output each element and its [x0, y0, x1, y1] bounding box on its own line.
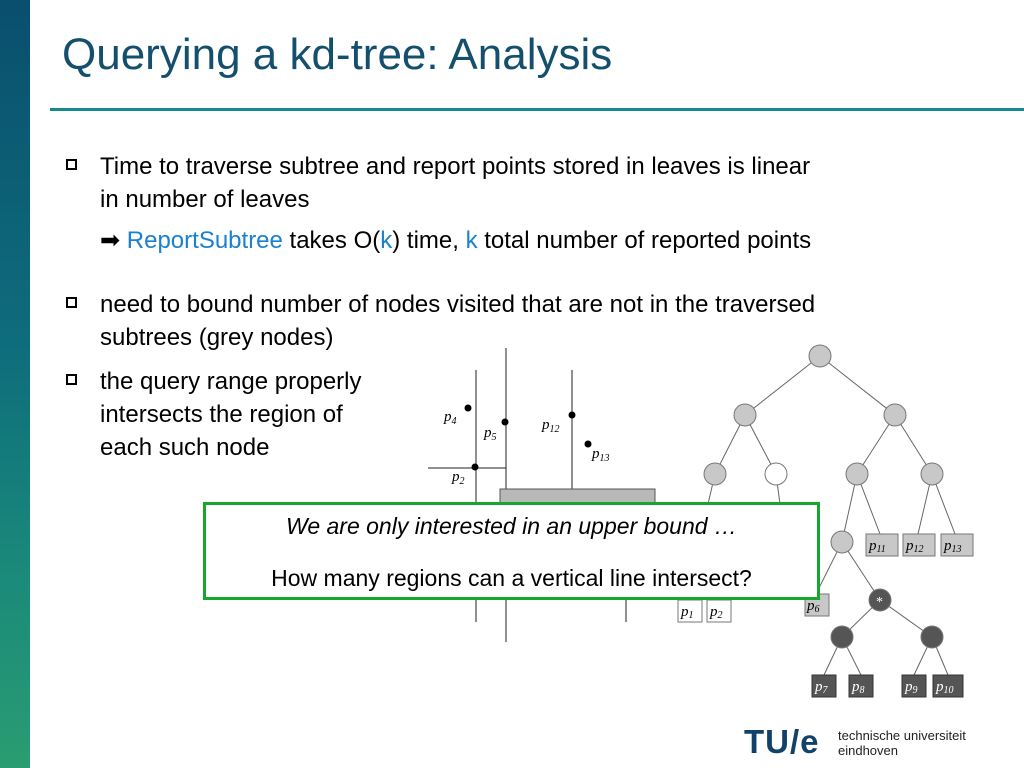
- tree-nodes: [703, 344, 944, 649]
- tree-leaves: p11 p12 p13 p6 p1 p2 p7 p8: [677, 533, 974, 698]
- svg-text:p9: p9: [904, 679, 918, 696]
- grey-node: [845, 462, 869, 486]
- bullet-text: the query range properly intersects the …: [100, 365, 362, 464]
- point-label: p4: [443, 409, 457, 427]
- reportsubtree-term: ReportSubtree: [126, 227, 283, 254]
- tue-logo: TU/e: [744, 723, 820, 760]
- title-divider: [50, 108, 1024, 111]
- grey-node: [883, 403, 907, 427]
- callout-line-upper-bound: We are only interested in an upper bound…: [286, 513, 737, 539]
- bullet-line: each such node: [100, 434, 270, 461]
- white-node: [764, 462, 788, 486]
- callout-line-question: How many regions can a vertical line int…: [271, 565, 752, 591]
- dark-node: [920, 625, 944, 649]
- point-labels: p4 p5 p12 p13 p2: [443, 409, 610, 487]
- dark-node: [830, 625, 854, 649]
- leaf-p2: p2: [706, 599, 732, 623]
- grey-node: [808, 344, 832, 368]
- square-bullet-icon: [66, 297, 77, 308]
- sidebar-band: [0, 0, 30, 768]
- svg-text:p13: p13: [943, 538, 962, 555]
- bullet-line: intersects the region of: [100, 401, 343, 428]
- leaf-p13: p13: [940, 533, 974, 557]
- bullet-line: subtrees (grey nodes): [100, 324, 334, 351]
- leaf-p11: p11: [865, 533, 899, 557]
- leaf-p10: p10: [932, 674, 964, 698]
- callout-box: We are only interested in an upper bound…: [203, 502, 820, 600]
- svg-text:p7: p7: [814, 679, 829, 696]
- bullet-line: the query range properly: [100, 368, 362, 395]
- leaf-p8: p8: [848, 674, 874, 698]
- sub-text: ) time,: [392, 227, 466, 254]
- point-label: p2: [451, 469, 465, 487]
- leaf-p1: p1: [677, 599, 703, 623]
- grey-node: [830, 530, 854, 554]
- leaf-p9: p9: [901, 674, 927, 698]
- slide-title: Querying a kd-tree: Analysis: [62, 30, 613, 79]
- leaf-p7: p7: [811, 674, 837, 698]
- university-name: technische universiteit eindhoven: [838, 728, 966, 758]
- query-range: [499, 488, 656, 504]
- dark-node: [868, 588, 892, 612]
- svg-text:p2: p2: [709, 604, 723, 621]
- sub-text: takes O(: [282, 227, 381, 254]
- grey-node: [703, 462, 727, 486]
- point-marker: [568, 411, 576, 419]
- point-marker: [584, 440, 592, 448]
- k-variable: k: [465, 227, 478, 254]
- svg-text:p8: p8: [851, 679, 865, 696]
- sub-text: total number of reported points: [477, 227, 812, 254]
- sub-bullet-reportsubtree: ➡ ReportSubtree takes O(k) time, k total…: [100, 224, 811, 257]
- point-label: p5: [483, 425, 497, 443]
- point-marker: [464, 404, 472, 412]
- point-markers: [464, 404, 592, 471]
- grey-node: [920, 462, 944, 486]
- svg-text:p11: p11: [868, 538, 886, 555]
- square-bullet-icon: [66, 159, 77, 170]
- point-marker: [471, 463, 479, 471]
- bullet-line: Time to traverse subtree and report poin…: [100, 153, 811, 180]
- svg-text:p12: p12: [905, 538, 924, 555]
- leaf-p12: p12: [902, 533, 936, 557]
- bullet-text: Time to traverse subtree and report poin…: [100, 150, 810, 216]
- point-label: p13: [591, 446, 610, 464]
- square-bullet-icon: [66, 374, 77, 385]
- svg-text:p10: p10: [935, 679, 954, 696]
- k-variable: k: [380, 227, 393, 254]
- grey-node: [733, 403, 757, 427]
- point-label: p12: [541, 417, 560, 435]
- bullet-line: need to bound number of nodes visited th…: [100, 291, 816, 318]
- bullet-text: need to bound number of nodes visited th…: [100, 288, 815, 354]
- point-marker: [501, 418, 509, 426]
- svg-text:p1: p1: [680, 604, 694, 621]
- svg-text:p6: p6: [806, 598, 820, 615]
- arrow-right-icon: ➡: [100, 227, 121, 254]
- star-marker: *: [876, 595, 883, 610]
- bullet-line: in number of leaves: [100, 186, 310, 213]
